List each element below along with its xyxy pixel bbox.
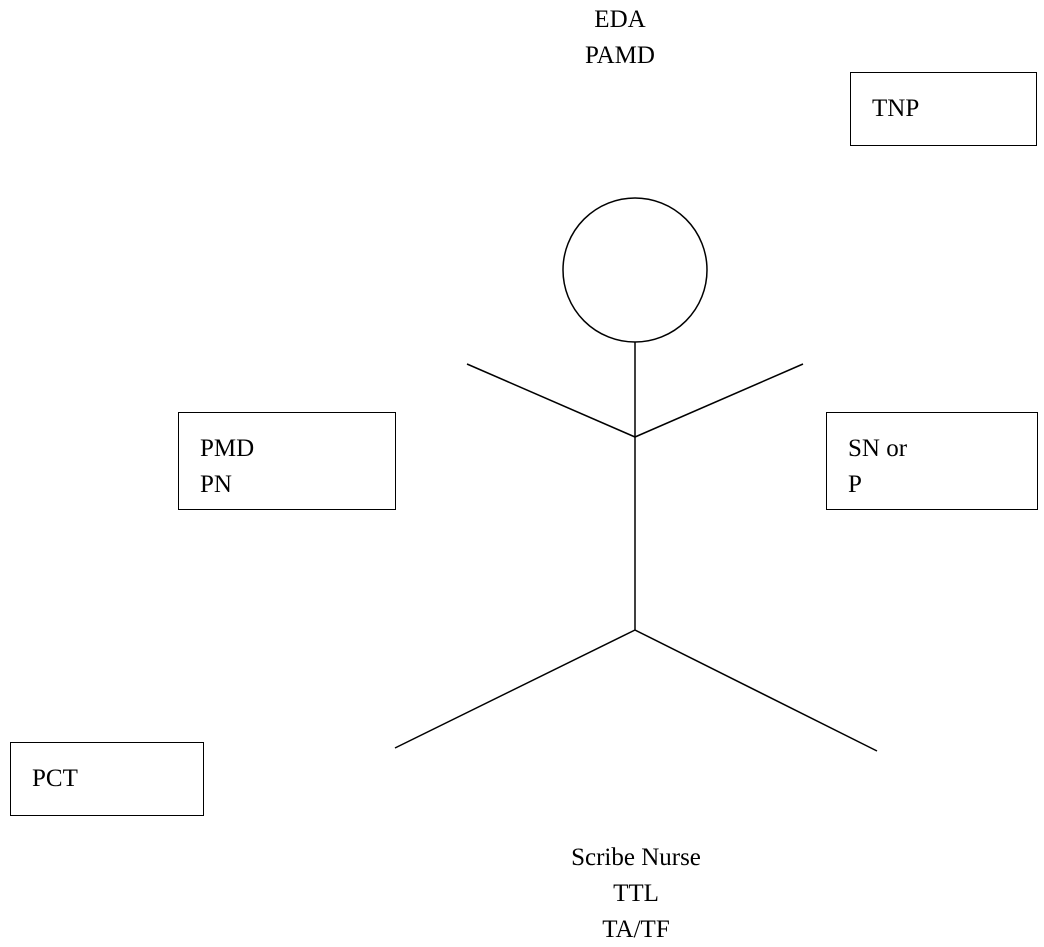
figure-left-leg	[394, 629, 636, 749]
box-pmd-line1: PMD	[200, 435, 255, 462]
box-tnp: TNP	[850, 72, 1037, 146]
bottom-label-line3: TA/TF	[602, 916, 670, 943]
figure-right-arm	[634, 363, 804, 438]
box-sn-line1: SN or	[848, 435, 908, 462]
box-pct-line1: PCT	[32, 765, 78, 792]
box-pmd-line2: PN	[200, 471, 232, 498]
figure-right-leg	[634, 629, 878, 752]
box-pct: PCT	[10, 742, 204, 816]
box-tnp-line1: TNP	[872, 95, 920, 122]
top-label-line1: EDA	[594, 6, 646, 33]
top-label-line2: PAMD	[585, 42, 655, 69]
box-sn-line2: P	[848, 471, 862, 498]
bottom-label-line2: TTL	[613, 880, 659, 907]
figure-left-arm	[466, 363, 636, 438]
bottom-label-line1: Scribe Nurse	[571, 844, 701, 871]
box-sn: SN or P	[826, 412, 1038, 510]
box-pmd: PMD PN	[178, 412, 396, 510]
figure-head	[562, 197, 708, 343]
